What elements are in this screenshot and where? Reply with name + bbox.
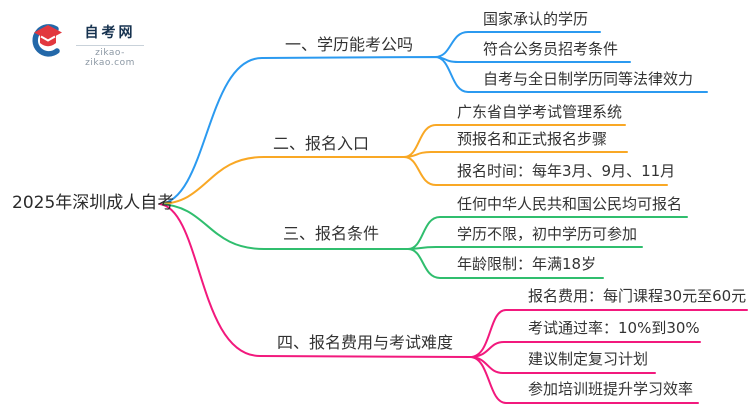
branch-1-leaf-3: 自考与全日制学历同等法律效力	[483, 70, 694, 88]
branch-1-leaf-1: 国家承认的学历	[483, 10, 589, 28]
central-topic: 2025年深圳成人自考	[12, 193, 175, 213]
cap-highlight	[40, 35, 56, 42]
branch-1-label: 一、学历能考公吗	[285, 35, 414, 54]
branch-4-leaf-2: 考试通过率：10%到30%	[528, 319, 700, 337]
branch-4-leaf-3: 建议制定复习计划	[528, 350, 649, 368]
branch-3-leaf-3: 年龄限制：年满18岁	[457, 255, 597, 273]
branch-2-label: 二、报名入口	[273, 134, 370, 153]
branch-4-label: 四、报名费用与考试难度	[277, 333, 454, 352]
site-domain: zikao-zikao.com	[85, 48, 135, 68]
branch-2-leaf-1: 广东省自学考试管理系统	[457, 103, 623, 121]
branch-1-leaf-2: 符合公务员招考条件	[483, 40, 619, 58]
branch-3-leaf-2: 学历不限，初中学历可参加	[457, 225, 638, 243]
branch-3-lines	[159, 203, 688, 279]
branch-2-lines	[159, 124, 668, 205]
branch-1-lines	[159, 31, 708, 205]
graduation-cap-icon	[32, 24, 62, 57]
branch-2-leaf-2: 预报名和正式报名步骤	[457, 130, 608, 148]
site-logo: 自考网 zikao-zikao.com	[28, 20, 148, 68]
branch-4-lines	[159, 203, 748, 404]
branch-2-leaf-3: 报名时间：每年3月、9月、11月	[457, 162, 676, 180]
branch-3-leaf-1: 任何中华人民共和国公民均可报名	[457, 195, 683, 213]
branch-4-leaf-4: 参加培训班提升学习效率	[528, 380, 694, 398]
logo-divider	[76, 45, 144, 46]
branch-3-label: 三、报名条件	[283, 224, 380, 243]
branch-4-leaf-1: 报名费用：每门课程30元至60元	[528, 287, 747, 305]
site-name: 自考网	[84, 25, 136, 41]
logo-text-block: 自考网 zikao-zikao.com	[76, 22, 144, 68]
cap-board	[34, 25, 62, 40]
